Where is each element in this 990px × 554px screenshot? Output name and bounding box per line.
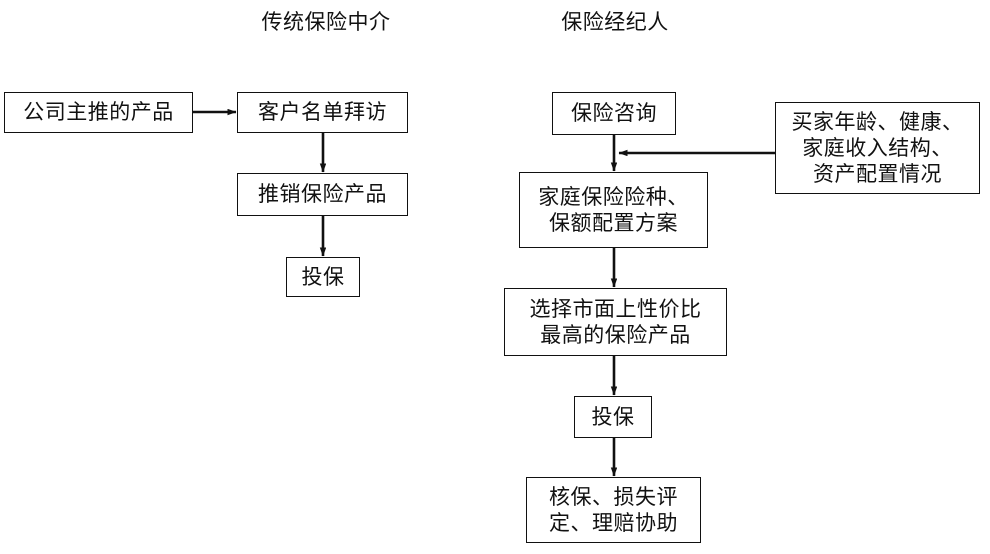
node-family-plan[interactable]: 家庭保险险种、 保额配置方案: [519, 172, 708, 248]
node-label: 客户名单拜访: [258, 100, 387, 125]
node-underwriting-claims[interactable]: 核保、损失评 定、理赔协助: [526, 477, 701, 543]
node-company-promoted-product[interactable]: 公司主推的产品: [4, 92, 193, 133]
node-label-line-1: 家庭保险险种、: [538, 184, 689, 209]
node-label-line-2: 家庭收入结构、: [802, 135, 953, 160]
node-label-line-2: 保额配置方案: [549, 211, 678, 235]
node-label: 推销保险产品: [258, 182, 387, 207]
node-best-value-product[interactable]: 选择市面上性价比 最高的保险产品: [504, 288, 727, 356]
node-label-line-1: 核保、损失评: [549, 484, 678, 509]
node-label: 保险咨询: [571, 101, 657, 126]
node-label-line-3: 资产配置情况: [813, 162, 942, 187]
node-label-line-2: 定、理赔协助: [549, 511, 678, 535]
node-insurance-consultation[interactable]: 保险咨询: [552, 92, 676, 135]
node-label: 投保: [301, 264, 345, 289]
node-label-line-2: 最高的保险产品: [540, 323, 691, 347]
node-label-line-1: 买家年龄、健康、: [791, 109, 964, 134]
node-buyer-profile[interactable]: 买家年龄、健康、 家庭收入结构、 资产配置情况: [775, 102, 980, 194]
node-label: 公司主推的产品: [23, 100, 174, 125]
node-apply-insurance-left[interactable]: 投保: [286, 257, 360, 297]
column-title-broker: 保险经纪人: [561, 10, 669, 34]
node-label-line-1: 选择市面上性价比: [529, 296, 702, 321]
column-title-traditional: 传统保险中介: [261, 10, 391, 34]
node-sell-insurance-product[interactable]: 推销保险产品: [237, 173, 408, 216]
node-label: 投保: [591, 404, 635, 429]
node-customer-list-visit[interactable]: 客户名单拜访: [237, 92, 408, 133]
node-apply-insurance-right[interactable]: 投保: [574, 396, 652, 438]
